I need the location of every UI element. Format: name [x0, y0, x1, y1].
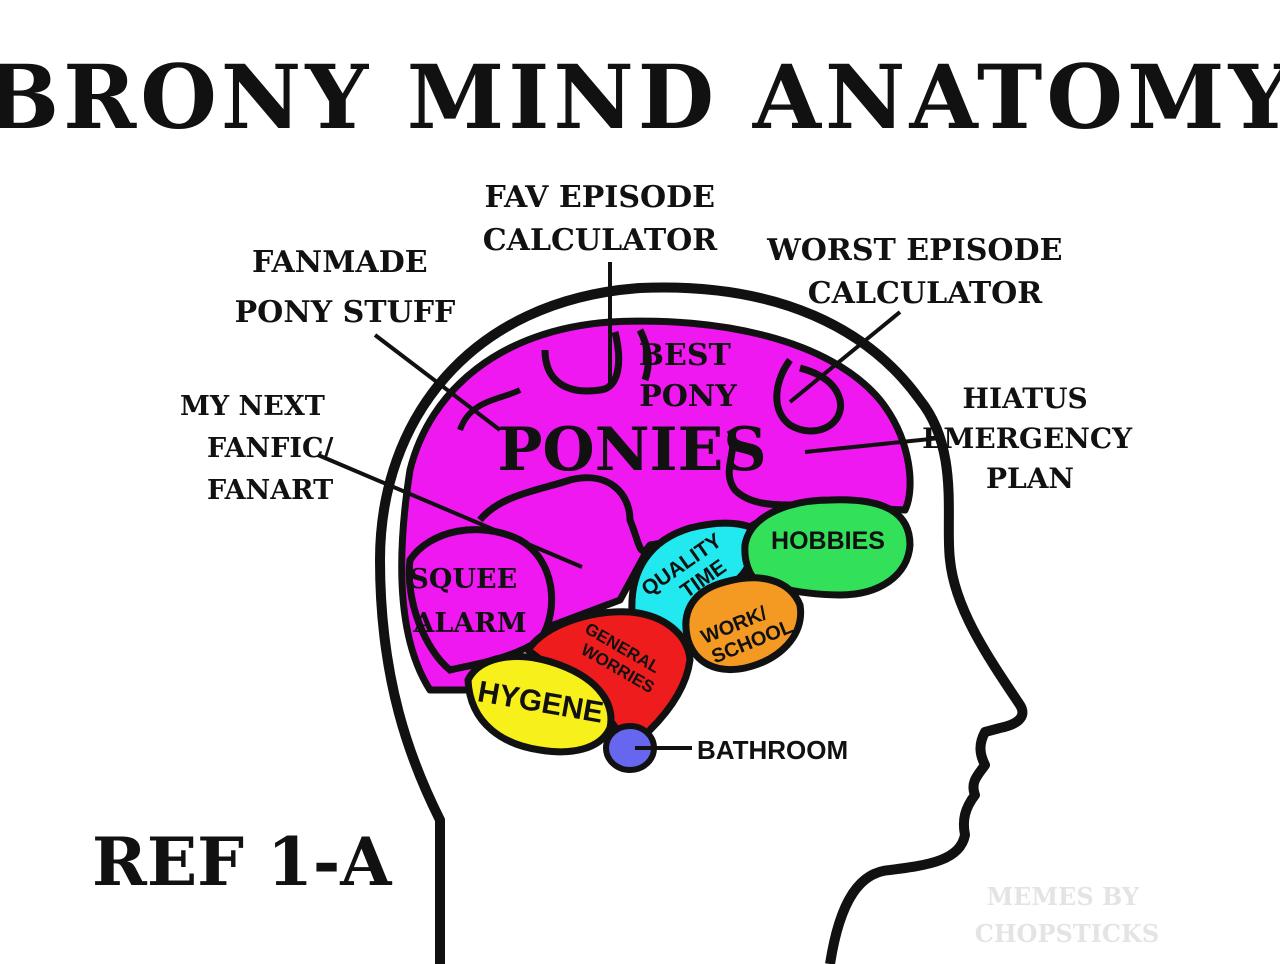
label-hiatus: HIATUS EMERGENCY PLAN: [922, 382, 1142, 495]
leader-next-fanfic: [317, 453, 583, 569]
watermark: MEMES BY CHOPSTICKS: [975, 882, 1159, 948]
label-fav-episode: FAV EPISODE CALCULATOR: [483, 180, 726, 258]
region-hygene: [464, 653, 615, 756]
gyrus-line: [725, 428, 791, 509]
gyrus-line: [541, 331, 623, 395]
leader-fanmade: [373, 333, 502, 432]
label-ponies: PONIES: [497, 415, 766, 485]
page-title: BRONY MIND ANATOMY: [0, 45, 1280, 149]
label-bathroom: BATHROOM: [697, 735, 848, 765]
head-outline: [375, 282, 1028, 964]
label-fanmade: FANMADE PONY STUFF: [235, 245, 456, 330]
gyrus-line: [773, 357, 844, 435]
region-work-school: [682, 574, 805, 673]
leader-hiatus: [804, 436, 941, 454]
leader-worst-episode: [788, 310, 902, 404]
gyrus-line: [477, 474, 653, 555]
label-best-pony: BEST PONY: [639, 338, 742, 414]
label-squee-alarm: SQUEE ALARM: [409, 564, 526, 639]
reference-label: REF 1-A: [92, 823, 392, 901]
label-hobbies: HOBBIES: [771, 527, 885, 555]
label-worst-episode: WORST EPISODE CALCULATOR: [766, 233, 1073, 311]
gyrus-line: [457, 387, 522, 432]
gyrus-line: [636, 328, 652, 382]
label-next-fanfic: MY NEXT FANFIC/ FANART: [180, 391, 343, 506]
